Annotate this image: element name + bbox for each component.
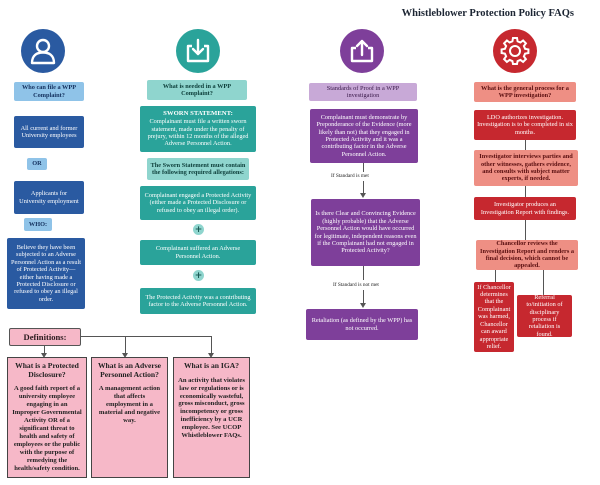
standards-of-proof-heading: Standards of Proof in a WPP investigatio…: [309, 83, 417, 101]
gear-icon: [493, 29, 537, 73]
what-is-needed-heading: What is needed in a WPP Complaint?: [147, 80, 247, 100]
adverse-action-definition: What is an Adverse Personnel Action? A m…: [91, 357, 168, 478]
plus-icon: +: [193, 270, 204, 281]
who-label: WHO:: [24, 218, 52, 231]
award-relief-box: If Chancellor determines that the Compla…: [474, 282, 514, 352]
protected-disclosure-title: What is a Protected Disclosure?: [15, 361, 79, 379]
required-allegations-box: The Sworn Statement must contain the fol…: [147, 158, 249, 180]
current-former-employees-box: All current and former University employ…: [14, 116, 84, 148]
or-label: OR: [27, 158, 47, 170]
plus-icon: +: [193, 224, 204, 235]
definitions-heading: Definitions:: [9, 328, 81, 346]
chancellor-reviews-box: Chancellor reviews the Investigation Rep…: [476, 240, 578, 270]
sworn-statement-text: Complainant must file a written sworn st…: [147, 118, 249, 148]
user-icon: [21, 29, 65, 73]
believe-box: Believe they have been subjected to an A…: [7, 238, 85, 309]
iga-definition: What is an IGA? An activity that violate…: [173, 357, 250, 478]
protected-disclosure-text: A good faith report of a university empl…: [12, 385, 82, 472]
preponderance-box: Complainant must demonstrate by Preponde…: [310, 109, 418, 163]
allegation-contributing-factor: The Protected Activity was a contributin…: [140, 288, 256, 314]
who-can-file-heading: Who can file a WPP Complaint?: [14, 82, 84, 101]
if-standard-met-label: If Standard is met: [331, 173, 369, 179]
protected-disclosure-definition: What is a Protected Disclosure? A good f…: [7, 357, 87, 478]
if-standard-not-met-label: If Standard is not met: [333, 282, 379, 288]
general-process-heading: What is the general process for a WPP in…: [474, 82, 576, 102]
iga-title: What is an IGA?: [183, 361, 240, 370]
adverse-action-title: What is an Adverse Personnel Action?: [97, 361, 162, 379]
sworn-statement-box: SWORN STATEMENT: Complainant must file a…: [140, 106, 256, 152]
no-retaliation-box: Retaliation (as defined by the WPP) has …: [306, 309, 418, 340]
sworn-statement-title: SWORN STATEMENT:: [163, 110, 233, 118]
allegation-adverse-action: Complainant suffered an Adverse Personne…: [140, 240, 256, 265]
allegation-protected-activity: Complainant engaged a Protected Activity…: [140, 186, 256, 220]
investigation-report-box: Investigator produces an Investigation R…: [474, 197, 576, 220]
adverse-action-text: A management action that affects employm…: [98, 385, 161, 425]
clear-convincing-box: Is there Clear and Convincing Evidence (…: [311, 199, 420, 266]
interviews-box: Investigator interviews parties and othe…: [474, 150, 578, 186]
page-title: Whistleblower Protection Policy FAQs: [401, 8, 574, 19]
applicants-box: Applicants for University employment: [14, 181, 84, 214]
iga-text: An activity that violates law or regulat…: [178, 376, 245, 440]
ldo-authorizes-box: LDO authorizes investigation. Investigat…: [474, 110, 576, 140]
upload-tray-icon: [340, 29, 384, 73]
referral-box: Referral to/initiation of disciplinary p…: [517, 294, 572, 338]
download-tray-icon: [176, 29, 220, 73]
